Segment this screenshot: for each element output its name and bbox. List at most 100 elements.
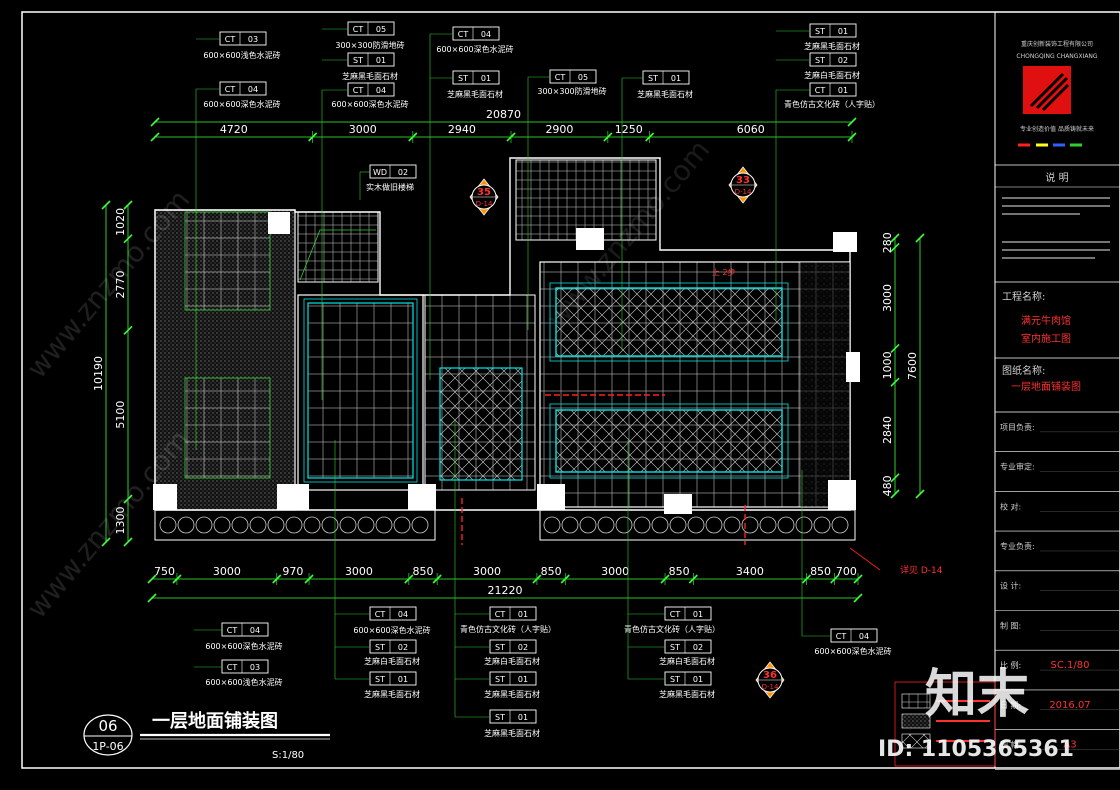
tag-code: ST (495, 643, 505, 652)
tag-code: ST (353, 56, 363, 65)
tag-code: CT (353, 86, 364, 95)
section-marks: 35D-14 33D-14 36D-14 (469, 166, 785, 699)
tag-code: ST (815, 27, 825, 36)
left-dim-label: 1020 (114, 208, 127, 236)
bottom-dim-label: 850 (541, 565, 562, 578)
tag-number: 04 (248, 85, 258, 94)
title-block-row-label: 比 例: (1000, 660, 1021, 670)
tag-number: 01 (481, 74, 491, 83)
tag-description: 600×600深色水泥砖 (814, 646, 891, 656)
tag-description: 芝麻黑毛面石材 (637, 89, 693, 99)
tag-number: 01 (398, 675, 408, 684)
tag-description: 600×600深色水泥砖 (436, 44, 513, 54)
tag-code: CT (227, 663, 238, 672)
sheet-frame (21, 11, 1120, 769)
watermark-id: ID: 1105365361 (878, 737, 1074, 762)
tag-number: 02 (693, 643, 703, 652)
notes-text-lines (1002, 197, 1110, 259)
title-block-row-label: 项目负责: (1000, 422, 1035, 432)
tag-description: 芝麻黑毛面石材 (364, 689, 420, 699)
drawing-label: 图纸名称: (1002, 364, 1045, 377)
tag-number: 01 (518, 675, 528, 684)
company-logo (1023, 66, 1071, 114)
material-tag: ST 01 芝麻黑毛面石材 (334, 440, 420, 699)
tag-number: 01 (671, 74, 681, 83)
tag-number: 04 (376, 86, 386, 95)
tag-number: 01 (518, 713, 528, 722)
tag-code: ST (375, 643, 385, 652)
tag-number: 02 (518, 643, 528, 652)
entry-herringbone (439, 367, 523, 481)
tag-number: 02 (398, 643, 408, 652)
section-mark-number: 33 (736, 175, 750, 186)
title-block: 重庆创新装饰工程有限公司 CHONGQING CHANGXIANG 专业创造价值… (995, 40, 1120, 770)
bottom-dim-label: 850 (412, 565, 433, 578)
bottom-dim-label: 3000 (601, 565, 629, 578)
title-block-row-label: 设 计: (1000, 581, 1021, 591)
tag-number: 04 (481, 30, 491, 39)
tag-description: 青色仿古文化砖（人字贴） (624, 624, 720, 634)
drawing-name: 一层地面铺装图 (1011, 380, 1081, 393)
section-mark-number: 36 (763, 670, 777, 681)
tag-description: 芝麻白毛面石材 (804, 70, 860, 80)
bottom-dim-label: 750 (154, 565, 175, 578)
tag-code: ST (375, 675, 385, 684)
project-label: 工程名称: (1002, 290, 1045, 303)
drawing-code: 1P-06 (92, 740, 123, 753)
tag-number: 02 (838, 56, 848, 65)
notes-header: 说 明 (1045, 171, 1068, 184)
section-lines (461, 394, 746, 545)
company-name-cn: 重庆创新装饰工程有限公司 (1021, 40, 1093, 48)
detail-callout: 详见 D-14 (849, 547, 943, 576)
right-dim-label: 480 (881, 475, 894, 496)
top-dim-label: 6060 (737, 123, 765, 136)
left-light-tile-area-top (184, 211, 271, 311)
tag-code: CT (225, 85, 236, 94)
section-mark: 36D-14 (755, 661, 785, 699)
tag-description: 芝麻黑毛面石材 (484, 689, 540, 699)
tag-description: 芝麻白毛面石材 (364, 656, 420, 666)
left-dim-label: 1300 (114, 507, 127, 535)
bottom-dim-label: 3400 (736, 565, 764, 578)
project-name-line1: 满元牛肉馆 (1021, 314, 1071, 327)
tag-number: 04 (250, 626, 260, 635)
bottom-dim-label: 850 (810, 565, 831, 578)
kitchen-top (515, 159, 657, 241)
tag-description: 芝麻白毛面石材 (659, 656, 715, 666)
top-dim-total: 20870 (486, 108, 521, 121)
top-dim-label: 2940 (448, 123, 476, 136)
tag-number: 05 (578, 73, 588, 82)
tag-number: 03 (248, 35, 258, 44)
tag-description: 芝麻黑毛面石材 (484, 728, 540, 738)
tag-code: ST (670, 643, 680, 652)
right-dim-label: 3000 (881, 284, 894, 312)
tag-description: 600×600深色水泥砖 (331, 99, 408, 109)
bottom-dim-label: 3000 (345, 565, 373, 578)
section-mark: 35D-14 (469, 178, 499, 216)
herringbone-area-1 (555, 287, 783, 357)
tag-description: 青色仿古文化砖（人字贴） (784, 99, 880, 109)
stair (297, 211, 379, 283)
tag-description: 实木做旧楼梯 (366, 182, 414, 192)
section-mark-ref: D-14 (476, 200, 493, 208)
right-dim-label: 1000 (881, 351, 894, 379)
tag-number: 02 (398, 168, 408, 177)
bottom-dim-label: 970 (282, 565, 303, 578)
bottom-dim-label: 3000 (473, 565, 501, 578)
tag-description: 600×600深色水泥砖 (205, 641, 282, 651)
tag-description: 青色仿古文化砖（人字贴） (460, 624, 556, 634)
left-dim-label: 5100 (114, 401, 127, 429)
title-block-row-label: 日 期: (1000, 701, 1021, 710)
